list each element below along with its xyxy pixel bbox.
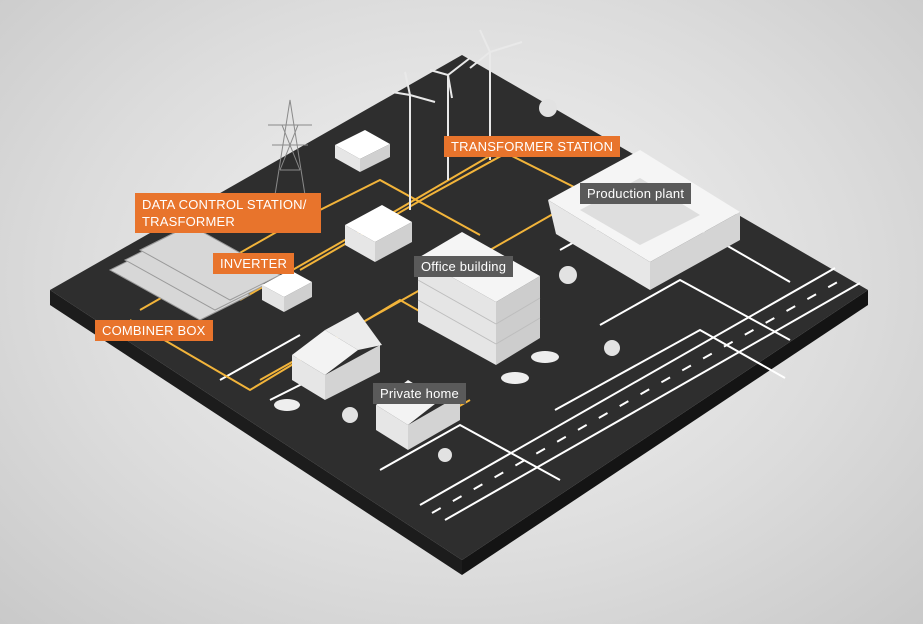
production-plant-label: Production plant: [580, 183, 692, 204]
power-pylon: [268, 99, 312, 196]
wind-turbines: [391, 29, 523, 210]
inverter-label: INVERTER: [213, 253, 295, 274]
office-building-label: Office building: [414, 256, 514, 277]
cars: [274, 351, 559, 411]
transformer-station-box: [335, 130, 390, 172]
data-control-label-line2: TRASFORMER: [142, 214, 235, 229]
data-control-station-label: DATA CONTROL STATION/ TRASFORMER: [135, 193, 321, 233]
combiner-box-label: COMBINER BOX: [95, 320, 213, 341]
ground-slab-side: [50, 290, 462, 575]
road-dashes: [431, 275, 849, 514]
transformer-station-label: TRANSFORMER STATION: [444, 136, 621, 157]
ground-slab-side-right: [462, 290, 868, 575]
private-home-label: Private home: [373, 383, 466, 404]
inverter-box: [262, 270, 312, 312]
data-control-label-line1: DATA CONTROL STATION/: [142, 197, 307, 212]
data-control-station: [345, 205, 412, 262]
trees: [342, 99, 620, 462]
